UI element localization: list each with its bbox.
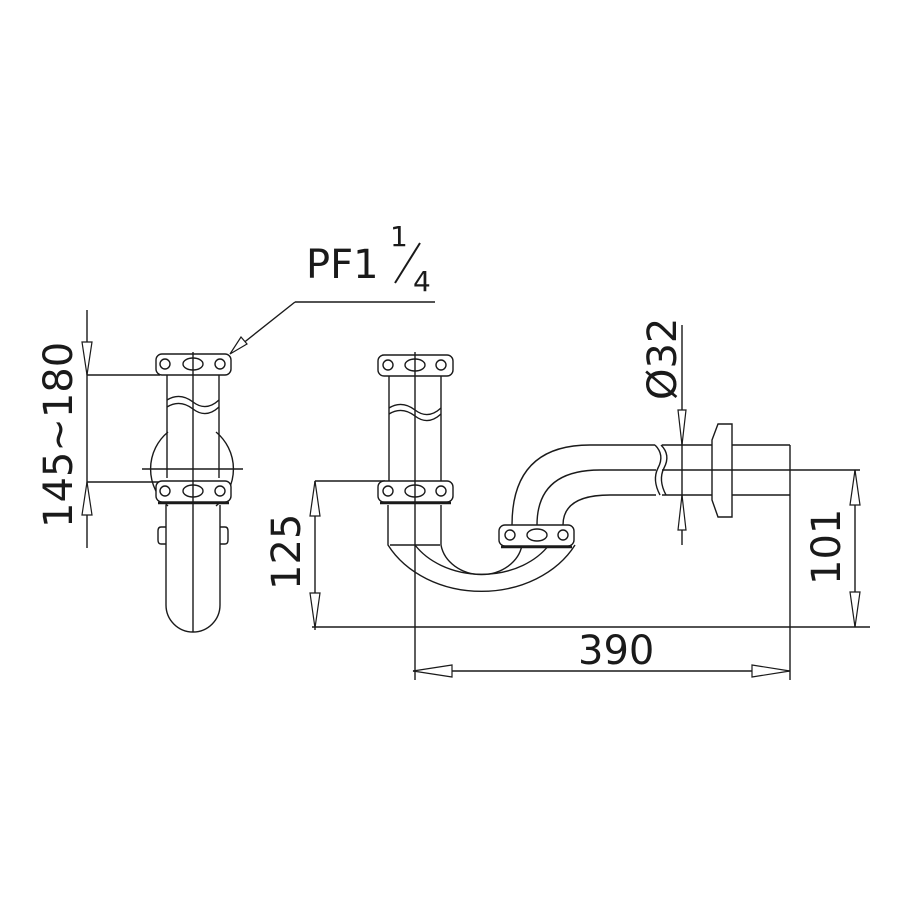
thread-spec-callout: PF1 1 4 (229, 220, 435, 355)
thread-spec-denominator: 4 (413, 265, 431, 298)
thread-spec-numerator: 1 (390, 220, 408, 253)
dim-390-label: 390 (578, 628, 654, 674)
dim-101-label: 101 (804, 509, 850, 585)
thread-spec-label: PF1 (306, 242, 379, 288)
arrow-down-icon (849, 591, 861, 628)
dim-diameter-label: Ø32 (640, 318, 686, 400)
arrow-down-icon (677, 409, 687, 446)
dim-145-180-label: 145~180 (36, 342, 82, 528)
leader-arrow-icon (229, 335, 248, 355)
arrow-up-icon (309, 480, 321, 517)
dim-125-label: 125 (264, 514, 310, 590)
arrow-up-icon (677, 494, 687, 531)
side-view: 145~180 (36, 310, 243, 633)
arrow-up-icon (81, 481, 93, 516)
front-view: 125 (264, 318, 870, 680)
arrow-down-icon (81, 341, 93, 376)
arrow-left-icon (412, 664, 453, 678)
arrow-down-icon (309, 592, 321, 629)
arrow-up-icon (849, 469, 861, 506)
arrow-right-icon (751, 664, 791, 678)
